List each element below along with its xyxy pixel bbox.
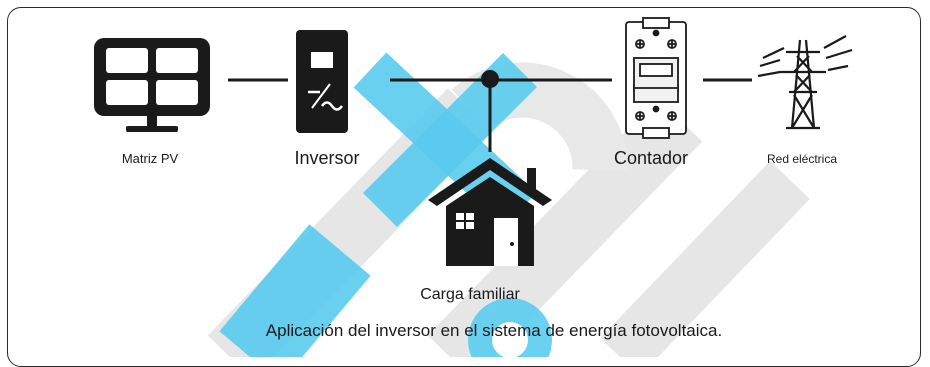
house-icon (428, 158, 552, 266)
connection-lines (228, 78, 752, 152)
inverter-icon (296, 30, 348, 133)
grid-label: Red eléctrica (766, 152, 838, 166)
pv-array-label: Matriz PV (121, 151, 179, 166)
solar-panel-icon (94, 38, 210, 132)
diagram-canvas (94, 17, 853, 357)
meter-label: Contador (613, 148, 689, 168)
inverter-label: Inversor (294, 148, 360, 168)
energy-meter-icon (625, 17, 687, 139)
junction-node (481, 70, 499, 88)
transmission-tower-icon (757, 35, 853, 130)
diagram-caption: Aplicación del inversor en el sistema de… (265, 321, 723, 340)
house-label: Carga familiar (420, 286, 520, 303)
